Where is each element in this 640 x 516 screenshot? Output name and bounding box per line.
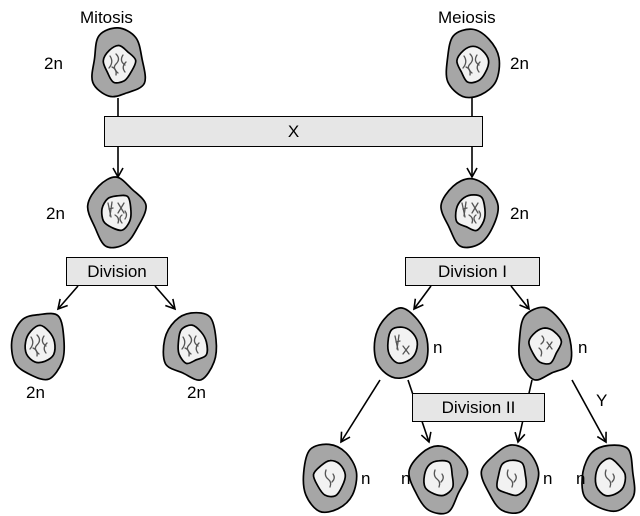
cell-mitosis-daughter-right <box>162 311 218 381</box>
cell-mitosis-daughter-right-nucleus <box>177 324 209 365</box>
meiosis-division-two-label: Division II <box>441 397 516 417</box>
cell-gamete-1-nucleus <box>312 459 347 498</box>
ploidy-meiosis-secondary-right: n <box>578 338 588 357</box>
ploidy-meiosis-parent: 2n <box>510 54 529 73</box>
arrow-mitosis-left <box>56 285 79 311</box>
cell-meiosis-secondary-right-nucleus <box>528 327 563 365</box>
cell-gamete-2-nucleus <box>423 459 455 497</box>
ploidy-mitosis-daughter-left: 2n <box>26 383 45 402</box>
process-x-box: X <box>104 116 483 147</box>
cell-meiosis-secondary-right-chromosomes <box>538 335 553 357</box>
cell-meiosis-secondary-left-chromosomes <box>394 334 410 355</box>
cell-mitosis-daughter-left-chromosomes <box>29 334 48 357</box>
arrow-mitosis-right <box>154 285 177 311</box>
cell-gamete-2 <box>408 445 469 515</box>
meiosis-heading: Meiosis <box>438 8 496 27</box>
cell-mitosis-parent-nucleus <box>102 44 137 84</box>
meiosis-division-one-label: Division I <box>438 261 507 281</box>
ploidy-gamete-2: n <box>401 469 411 488</box>
cell-gamete-3-nucleus <box>495 459 528 497</box>
cell-mitosis-daughter-right-chromosomes <box>181 334 200 357</box>
cell-gamete-1 <box>302 443 358 514</box>
arrows-layer <box>56 98 607 444</box>
ploidy-mitosis-parent: 2n <box>44 54 63 73</box>
ploidy-mitosis-daughter-right: 2n <box>187 383 206 402</box>
arrow-meiosis-two-far-right <box>571 379 607 444</box>
cell-meiosis-replicated <box>440 177 500 249</box>
ploidy-gamete-1: n <box>361 469 371 488</box>
cell-meiosis-parent-nucleus <box>456 45 490 84</box>
arrow-meiosis-one-left <box>413 285 432 311</box>
mitosis-division-label: Division <box>87 261 147 281</box>
cell-mitosis-parent <box>91 27 147 98</box>
cell-mitosis-parent-chromosomes <box>108 53 127 76</box>
cell-gamete-4-chromosomes <box>604 469 615 488</box>
mitosis-heading: Mitosis <box>80 8 133 27</box>
cell-mitosis-replicated <box>86 176 147 249</box>
cell-mitosis-replicated-chromosomes <box>107 201 128 224</box>
arrow-meiosis-two-far-left <box>340 379 381 444</box>
cell-mitosis-daughter-left <box>10 312 66 381</box>
cell-gamete-3 <box>480 444 540 515</box>
cell-gamete-2-chromosomes <box>433 469 444 488</box>
cell-meiosis-parent <box>445 28 501 99</box>
ploidy-meiosis-secondary-left: n <box>433 338 443 357</box>
ploidy-gamete-3: n <box>543 469 553 488</box>
cell-gamete-4 <box>581 444 636 513</box>
ploidy-meiosis-replicated: 2n <box>510 204 529 223</box>
cell-meiosis-secondary-left-nucleus <box>386 326 419 365</box>
cell-gamete-3-chromosomes <box>506 469 517 488</box>
cell-meiosis-secondary-left <box>373 307 429 379</box>
cell-gamete-1-chromosomes <box>324 469 335 488</box>
ploidy-mitosis-replicated: 2n <box>46 204 65 223</box>
arrow-meiosis-one-right <box>510 285 531 311</box>
cell-meiosis-parent-chromosomes <box>462 53 481 76</box>
cell-mitosis-daughter-left-nucleus <box>24 324 56 364</box>
cells-layer <box>10 27 636 515</box>
cell-meiosis-replicated-chromosomes <box>461 201 482 224</box>
branch-y-label: Y <box>596 391 608 410</box>
ploidy-gamete-4: n <box>576 469 586 488</box>
meiosis-division-two-box: Division II <box>412 393 545 422</box>
process-x-label: X <box>287 121 300 141</box>
cell-meiosis-secondary-right <box>518 306 573 381</box>
meiosis-division-one-box: Division I <box>405 257 540 286</box>
mitosis-division-box: Division <box>66 257 168 286</box>
cell-gamete-4-nucleus <box>594 457 627 497</box>
